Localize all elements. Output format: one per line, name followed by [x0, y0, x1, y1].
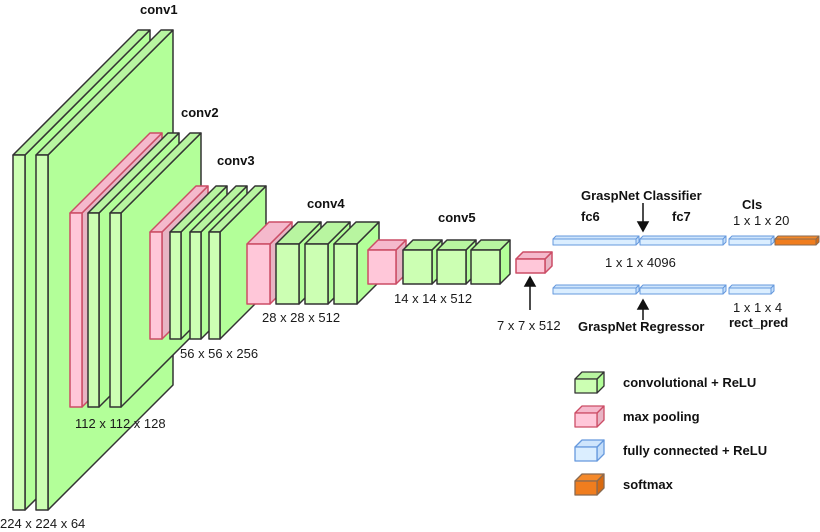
- cls-title: Cls: [742, 197, 762, 212]
- conv5-block-3: [470, 239, 511, 285]
- cls-out-bar: [728, 235, 775, 246]
- conv3-title: conv3: [217, 153, 255, 168]
- conv2-dims: 112 x 112 x 128: [75, 416, 166, 431]
- conv3-block-3-front: [208, 231, 221, 340]
- conv2-block-1-front: [87, 212, 100, 408]
- conv1-block-2-front: [35, 154, 49, 511]
- conv4-title: conv4: [307, 196, 345, 211]
- rect-dims: 1 x 1 x 4: [733, 300, 782, 315]
- conv3-block-1-front: [169, 231, 182, 340]
- legend: convolutional + ReLU max pooling fully con…: [574, 371, 767, 496]
- cls-softmax-bar: [774, 235, 820, 246]
- conv4-block-2-front: [304, 243, 329, 305]
- pool5-block-front: [515, 258, 546, 274]
- legend-swatch-pool-front: [574, 412, 598, 428]
- conv2-pool-front: [69, 212, 83, 408]
- legend-swatch-fc: [574, 439, 605, 462]
- classifier-title: GraspNet Classifier: [581, 188, 702, 203]
- reg-out-bar-front: [728, 287, 772, 295]
- reg-fc6-bar: [552, 284, 640, 295]
- cls-softmax-bar-front: [774, 238, 817, 246]
- legend-label-fc: fully connected + ReLU: [623, 443, 767, 458]
- rect-pred-title: rect_pred: [729, 315, 788, 330]
- legend-label-pool: max pooling: [623, 409, 700, 424]
- pool5-dims: 7 x 7 x 512: [497, 318, 561, 333]
- classifier-down-arrow: [636, 203, 650, 233]
- cls-fc6-bar: [552, 235, 640, 246]
- conv4-block-1-front: [275, 243, 300, 305]
- arrows: [523, 203, 650, 320]
- conv4-dims: 28 x 28 x 512: [262, 310, 340, 325]
- legend-label-softmax: softmax: [623, 477, 674, 492]
- conv5-block-1: [402, 239, 443, 285]
- conv5-block-2: [436, 239, 477, 285]
- conv1-dims: 224 x 224 x 64: [0, 516, 85, 531]
- pool5-block: [515, 251, 553, 274]
- cls-fc7-bar: [639, 235, 727, 246]
- reg-fc6-bar-front: [552, 287, 637, 295]
- legend-swatch-pool: [574, 405, 605, 428]
- legend-swatch-fc-front: [574, 446, 598, 462]
- reg-fc7-bar: [639, 284, 727, 295]
- reg-fc7-bar-front: [639, 287, 724, 295]
- network-blocks: [12, 29, 820, 511]
- cls-out-bar-front: [728, 238, 772, 246]
- conv3-pool-front: [149, 231, 163, 340]
- conv1-title: conv1: [140, 2, 178, 17]
- pool5-up-arrow: [523, 275, 537, 310]
- conv5-block-1-front: [402, 249, 433, 285]
- legend-swatch-softmax: [574, 473, 605, 496]
- legend-swatch-conv-front: [574, 378, 598, 394]
- regressor-title: GraspNet Regressor: [578, 319, 704, 334]
- cls-fc7-bar-front: [639, 238, 724, 246]
- conv4-pool-front: [246, 243, 271, 305]
- fc6-label: fc6: [581, 209, 600, 224]
- regressor-up-arrow: [636, 298, 650, 320]
- pool5-block-top: [515, 251, 553, 260]
- conv5-block-2-front: [436, 249, 467, 285]
- conv2-title: conv2: [181, 105, 219, 120]
- fc7-label: fc7: [672, 209, 691, 224]
- conv3-block-2-front: [189, 231, 202, 340]
- conv2-block-2-front: [109, 212, 122, 408]
- legend-swatch-softmax-front: [574, 480, 598, 496]
- conv4-block-3-front: [333, 243, 358, 305]
- conv5-pool: [367, 239, 407, 285]
- legend-label-conv: convolutional + ReLU: [623, 375, 756, 390]
- cls-fc6-bar-front: [552, 238, 637, 246]
- reg-out-bar: [728, 284, 775, 295]
- conv3-dims: 56 x 56 x 256: [180, 346, 258, 361]
- conv5-pool-front: [367, 249, 397, 285]
- legend-swatch-conv: [574, 371, 605, 394]
- conv5-dims: 14 x 14 x 512: [394, 291, 472, 306]
- conv1-block-1-front: [12, 154, 26, 511]
- conv5-block-3-front: [470, 249, 501, 285]
- conv5-title: conv5: [438, 210, 476, 225]
- cls-dims: 1 x 1 x 20: [733, 213, 789, 228]
- fc-dims: 1 x 1 x 4096: [605, 255, 676, 270]
